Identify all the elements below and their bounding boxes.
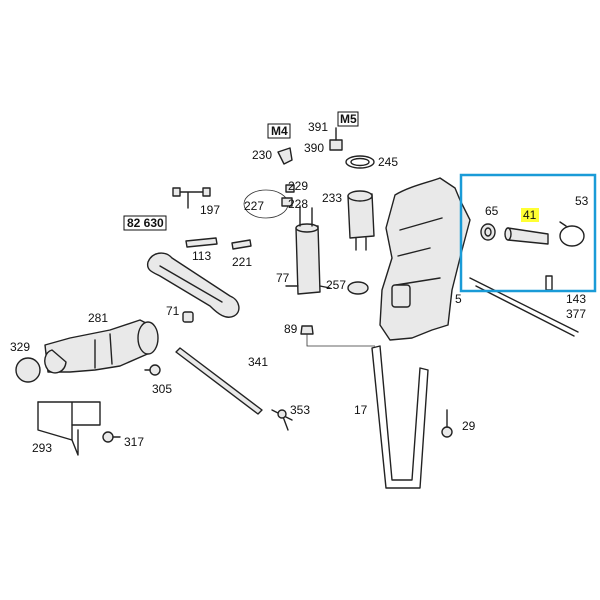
- label-245: 245: [378, 155, 398, 169]
- label-221: 221: [232, 255, 252, 269]
- label-329: 329: [10, 340, 30, 354]
- connector-221: [231, 239, 252, 250]
- clip-71: [182, 311, 194, 323]
- handle-lever: [146, 252, 240, 318]
- clamp-53: [559, 221, 585, 247]
- label-143: 143: [566, 292, 586, 306]
- label-391: 391: [308, 120, 328, 134]
- label-197: 197: [200, 203, 220, 217]
- label-89: 89: [284, 322, 298, 336]
- label-229: 229: [288, 179, 308, 193]
- label-377: 377: [566, 307, 586, 321]
- label-17: 17: [354, 403, 368, 417]
- label-228: 228: [288, 197, 308, 211]
- label-m4: M4: [271, 124, 288, 138]
- grommet-257: [347, 281, 369, 295]
- highlight-box: [459, 173, 597, 293]
- screw-305: [144, 364, 161, 376]
- label-390: 390: [304, 141, 324, 155]
- label-65: 65: [485, 204, 499, 218]
- connector-390: [329, 127, 343, 151]
- label-71: 71: [166, 304, 180, 318]
- screw-317: [102, 431, 121, 443]
- label-317: 317: [124, 435, 144, 449]
- label-293: 293: [32, 441, 52, 455]
- motor-assembly: [15, 319, 159, 383]
- label-53: 53: [575, 194, 589, 208]
- label-29: 29: [462, 419, 476, 433]
- strap-17: [371, 345, 429, 489]
- label-5: 5: [455, 292, 462, 306]
- mounting-bracket: [37, 401, 101, 456]
- label-41-highlight: [521, 208, 539, 222]
- pump-233: [347, 190, 375, 251]
- bolt-29: [441, 409, 453, 438]
- label-353: 353: [290, 403, 310, 417]
- seal-245: [345, 155, 375, 169]
- t-connector-197: [172, 187, 211, 209]
- label-41: 41: [523, 208, 537, 222]
- label-233: 233: [322, 191, 342, 205]
- label-m5: M5: [340, 112, 357, 126]
- label-82630: 82 630: [127, 216, 164, 230]
- grommet-65: [480, 223, 496, 241]
- label-113: 113: [192, 249, 211, 263]
- label-281: 281: [88, 311, 108, 325]
- plug-89: [300, 325, 375, 347]
- label-257: 257: [326, 278, 346, 292]
- label-341: 341: [248, 355, 268, 369]
- label-77: 77: [276, 271, 290, 285]
- label-305: 305: [152, 382, 172, 396]
- connector-113: [185, 237, 218, 248]
- grommet-227-group: [243, 184, 295, 219]
- rod-143: [469, 275, 579, 337]
- elbow-230: [277, 147, 293, 165]
- pipe-41: [504, 227, 549, 245]
- hose-341: [175, 347, 263, 415]
- label-227: 227: [244, 199, 264, 213]
- reservoir-tank: [379, 177, 471, 341]
- label-230: 230: [252, 148, 272, 162]
- pump-77: [285, 205, 331, 295]
- y-fitting-353: [271, 409, 293, 431]
